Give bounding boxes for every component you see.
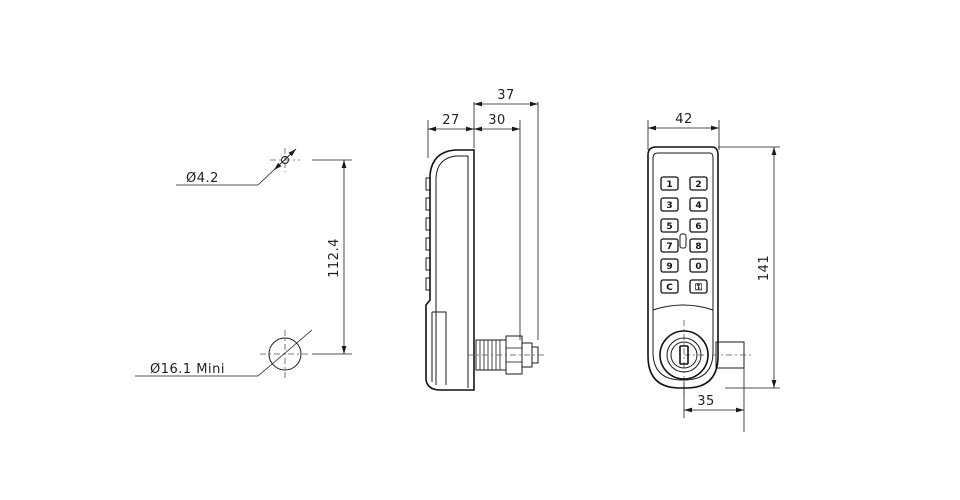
svg-text:9: 9 <box>666 262 672 272</box>
large-hole-dimension: Ø16.1 Mini <box>150 362 225 377</box>
key-6[interactable]: 6 <box>689 218 708 233</box>
front-width-dimension: 42 <box>675 112 693 127</box>
svg-text:5: 5 <box>666 222 672 232</box>
small-hole-dimension: Ø4.2 <box>186 171 219 186</box>
key-0[interactable]: 0 <box>689 258 708 273</box>
lock-front-outline <box>647 146 719 389</box>
hole-spacing-dimension: 112.4 <box>327 238 342 278</box>
lock-key-icon: ⚿ <box>695 282 702 293</box>
cam-offset-dimension: 35 <box>697 394 715 409</box>
svg-text:1: 1 <box>666 180 672 190</box>
svg-text:4: 4 <box>695 201 701 211</box>
key-1[interactable]: 1 <box>660 176 679 191</box>
cutout-view: Ø4.2 Ø16.1 Mini 112.4 <box>135 148 352 380</box>
front-height-dimension: 141 <box>757 255 772 281</box>
key-7[interactable]: 7 <box>660 238 679 253</box>
keypad: 1 2 3 4 5 6 7 8 9 0 C ⚿ <box>660 176 708 294</box>
key-5[interactable]: 5 <box>660 218 679 233</box>
svg-text:0: 0 <box>695 262 701 272</box>
front-depth-dimension: 27 <box>442 113 460 128</box>
svg-text:7: 7 <box>666 242 672 252</box>
rear-depth-dimension: 30 <box>488 113 506 128</box>
svg-text:6: 6 <box>695 222 701 232</box>
lock-body-profile <box>425 149 475 391</box>
key-lock[interactable]: ⚿ <box>689 279 708 294</box>
key-clear[interactable]: C <box>660 279 679 294</box>
svg-text:3: 3 <box>666 201 672 211</box>
key-2[interactable]: 2 <box>689 176 708 191</box>
svg-text:8: 8 <box>695 242 701 252</box>
svg-text:2: 2 <box>695 180 701 190</box>
svg-text:C: C <box>666 283 673 293</box>
front-view: 42 141 1 2 3 4 5 6 7 8 9 <box>647 112 780 432</box>
key-slot <box>679 345 689 365</box>
side-view: 37 27 30 <box>425 88 545 391</box>
key-8[interactable]: 8 <box>689 238 708 253</box>
key-9[interactable]: 9 <box>660 258 679 273</box>
led-indicator <box>679 233 687 249</box>
key-4[interactable]: 4 <box>689 197 708 212</box>
key-3[interactable]: 3 <box>660 197 679 212</box>
overall-depth-dimension: 37 <box>497 88 515 103</box>
key-cylinder <box>659 330 709 380</box>
